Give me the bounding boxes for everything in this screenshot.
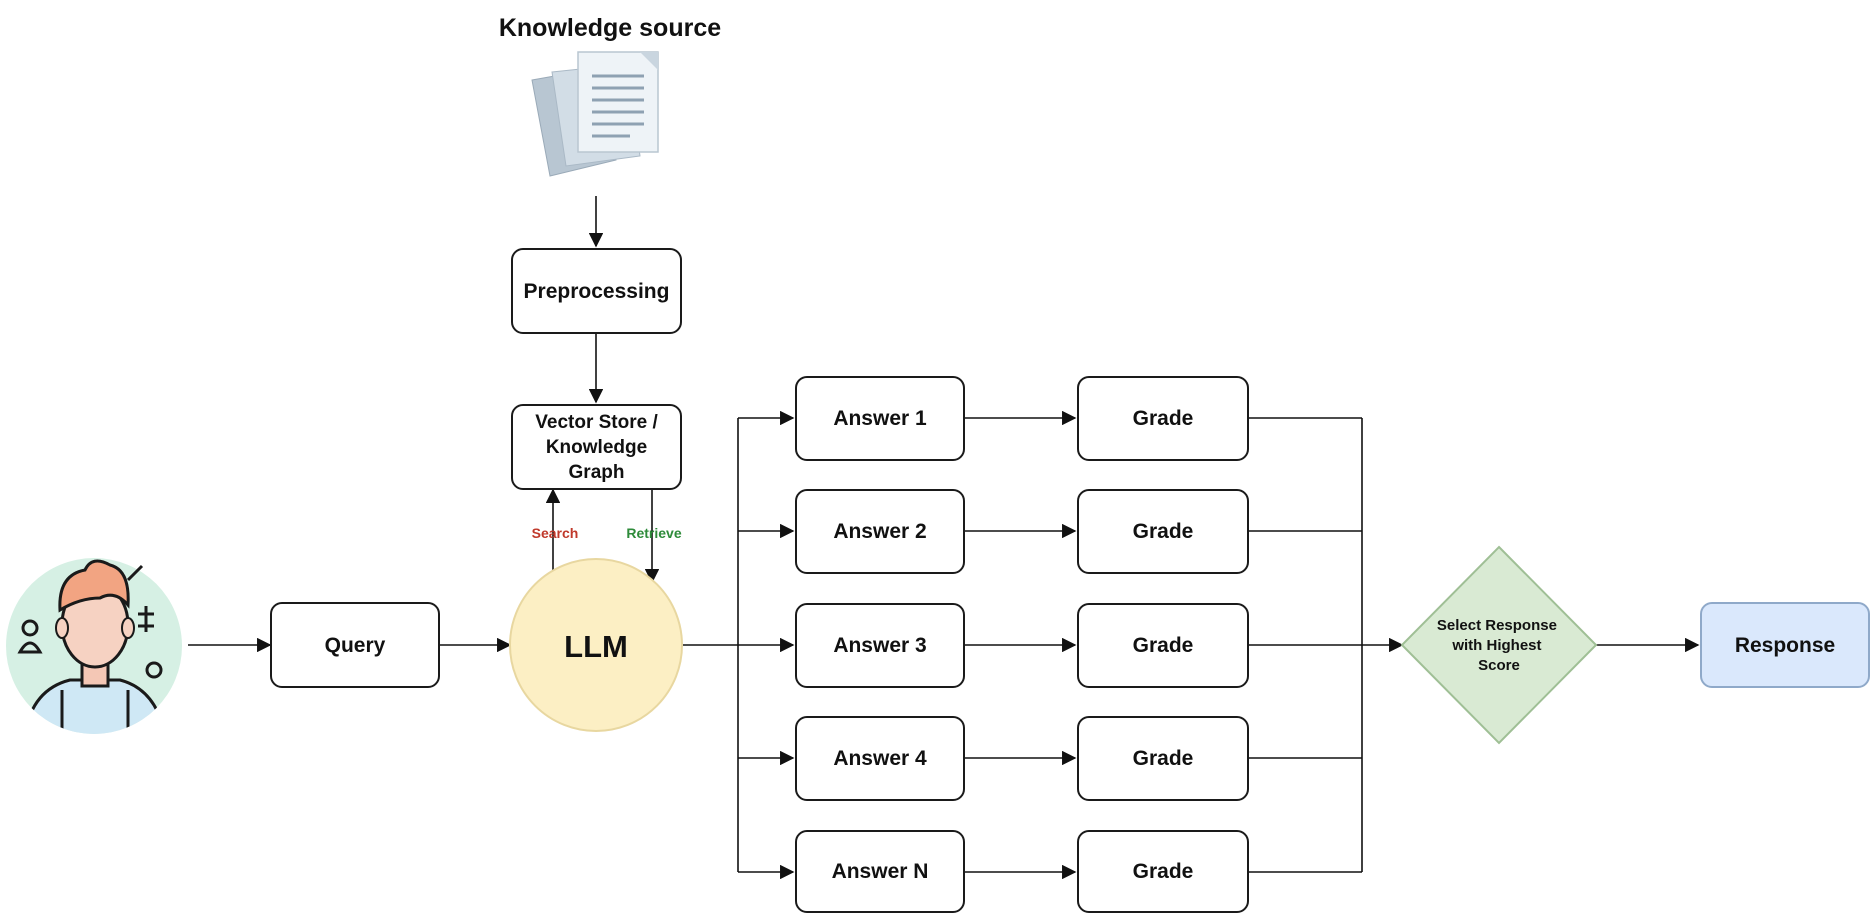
answer-4-box: Answer 4 [795, 716, 965, 801]
response-box: Response [1700, 602, 1870, 688]
answer-2-box: Answer 2 [795, 489, 965, 574]
query-box: Query [270, 602, 440, 688]
grade-3-label: Grade [1132, 634, 1194, 657]
grade-n-box: Grade [1077, 830, 1249, 913]
connectors [188, 196, 1700, 880]
response-label: Response [1734, 633, 1836, 657]
select-line-1: Select Response [1437, 617, 1557, 634]
answer-2-label: Answer 2 [833, 520, 927, 543]
search-label: Search [532, 525, 579, 541]
grade-4-label: Grade [1132, 747, 1194, 770]
select-line-3: Score [1478, 657, 1520, 674]
grade-2-label: Grade [1132, 520, 1194, 543]
vector-store-line-1: Vector Store / [535, 411, 658, 433]
preprocessing-box: Preprocessing [511, 248, 682, 334]
documents-icon [531, 51, 659, 177]
grade-n-label: Grade [1132, 860, 1194, 883]
grade-3-box: Grade [1077, 603, 1249, 688]
grade-2-box: Grade [1077, 489, 1249, 574]
answer-n-label: Answer N [831, 860, 929, 883]
answer-3-label: Answer 3 [833, 634, 927, 657]
select-line-2: with Highest [1451, 637, 1541, 654]
grade-1-label: Grade [1132, 407, 1194, 430]
answer-n-box: Answer N [795, 830, 965, 913]
retrieve-label: Retrieve [626, 525, 681, 541]
grade-4-box: Grade [1077, 716, 1249, 801]
answer-1-label: Answer 1 [833, 407, 927, 430]
user-avatar-icon [6, 558, 182, 734]
query-label: Query [324, 633, 386, 657]
answer-4-label: Answer 4 [833, 747, 927, 770]
select-node-label: Select Response with Highest Score [1437, 617, 1561, 674]
vector-store-line-2: Knowledge [545, 436, 648, 458]
preprocessing-label: Preprocessing [523, 279, 670, 303]
grade-1-box: Grade [1077, 376, 1249, 461]
answer-3-box: Answer 3 [795, 603, 965, 688]
llm-node-shape [509, 558, 683, 732]
select-node-shape [1400, 545, 1598, 745]
answer-1-box: Answer 1 [795, 376, 965, 461]
llm-label: LLM [564, 629, 628, 664]
vector-store-box: Vector Store / Knowledge Graph [511, 404, 682, 490]
knowledge-source-title: Knowledge source [499, 14, 721, 42]
vector-store-line-3: Graph [568, 461, 625, 483]
